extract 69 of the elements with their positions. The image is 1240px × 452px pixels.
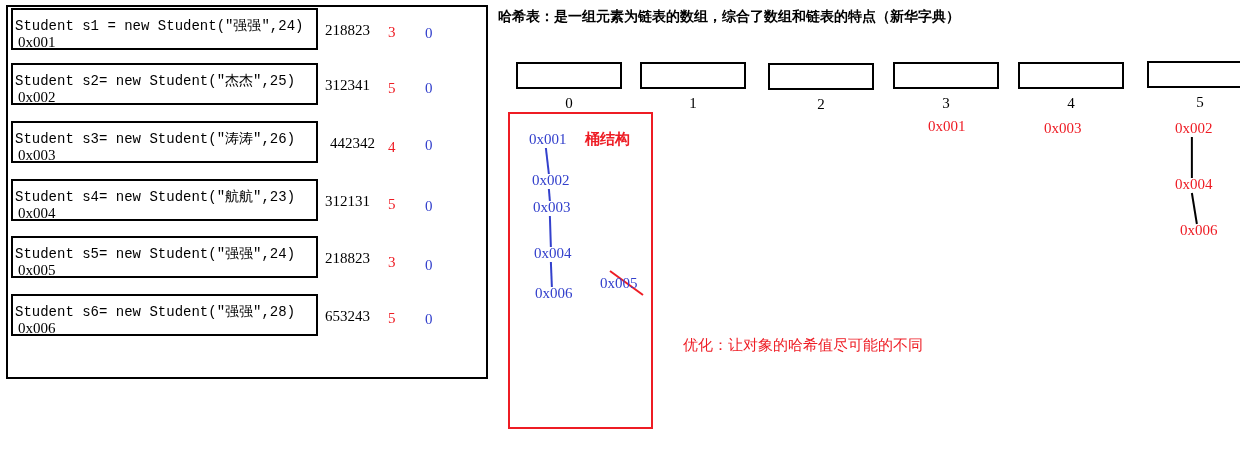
connector-line (547, 188, 551, 202)
number-text: 3 (388, 25, 396, 40)
index-number: 1 (688, 96, 698, 111)
array-cell (640, 62, 746, 89)
address-text: 0x001 (529, 132, 567, 147)
address-text: 0x004 (18, 206, 56, 221)
number-text: 0 (425, 26, 433, 41)
code-box (11, 8, 318, 50)
number-text: 3 (388, 255, 396, 270)
address-text: 0x005 (18, 263, 56, 278)
number-text: 312341 (325, 78, 370, 93)
code-box (11, 179, 318, 221)
number-text: 5 (388, 311, 396, 326)
index-number: 3 (941, 96, 951, 111)
number-text: 0 (425, 199, 433, 214)
code-box (11, 236, 318, 278)
index-number: 5 (1195, 95, 1205, 110)
address-text: 0x002 (1175, 121, 1213, 136)
array-cell (893, 62, 999, 89)
number-text: 442342 (330, 136, 375, 151)
address-text: 0x003 (18, 148, 56, 163)
index-number: 4 (1066, 96, 1076, 111)
number-text: 5 (388, 81, 396, 96)
address-text: 0x004 (534, 246, 572, 261)
connector-line (548, 215, 552, 248)
connector-line (1190, 136, 1193, 179)
connector-line (549, 261, 553, 288)
address-text: 0x003 (1044, 121, 1082, 136)
code-text: Student s6= new Student("强强",28) (15, 305, 296, 319)
address-text: 0x006 (1180, 223, 1218, 238)
number-text: 4 (388, 140, 396, 155)
code-box (11, 294, 318, 336)
number-text: 218823 (325, 23, 370, 38)
address-text: 0x006 (535, 286, 573, 301)
index-number: 0 (564, 96, 574, 111)
number-text: 0 (425, 138, 433, 153)
code-text: Student s4= new Student("航航",23) (15, 190, 296, 204)
number-text: 218823 (325, 251, 370, 266)
box-heading: 桶结构 (585, 132, 630, 147)
array-cell (516, 62, 622, 89)
address-text: 0x004 (1175, 177, 1213, 192)
address-text: 0x001 (18, 35, 56, 50)
connector-line (1190, 192, 1198, 225)
array-cell (1018, 62, 1124, 89)
address-text: 0x001 (928, 119, 966, 134)
array-cell (1147, 61, 1240, 88)
code-box (11, 63, 318, 105)
title-text: 哈希表：是一组元素为链表的数组，综合了数组和链表的特点（新华字典） (498, 10, 960, 24)
number-text: 5 (388, 197, 396, 212)
number-text: 653243 (325, 309, 370, 324)
code-text: Student s2= new Student("杰杰",25) (15, 74, 296, 88)
bucket-box (508, 112, 653, 429)
number-text: 312131 (325, 194, 370, 209)
connector-line (544, 147, 550, 175)
index-number: 2 (816, 97, 826, 112)
code-text: Student s3= new Student("涛涛",26) (15, 132, 296, 146)
address-text: 0x002 (18, 90, 56, 105)
number-text: 0 (425, 312, 433, 327)
note-text: 优化：让对象的哈希值尽可能的不同 (683, 338, 923, 353)
code-text: Student s5= new Student("强强",24) (15, 247, 296, 261)
number-text: 0 (425, 81, 433, 96)
code-text: Student s1 = new Student("强强",24) (15, 19, 304, 33)
address-text: 0x002 (532, 173, 570, 188)
outline-box (6, 5, 488, 379)
array-cell (768, 63, 874, 90)
address-text: 0x003 (533, 200, 571, 215)
code-box (11, 121, 318, 163)
number-text: 0 (425, 258, 433, 273)
address-text: 0x006 (18, 321, 56, 336)
